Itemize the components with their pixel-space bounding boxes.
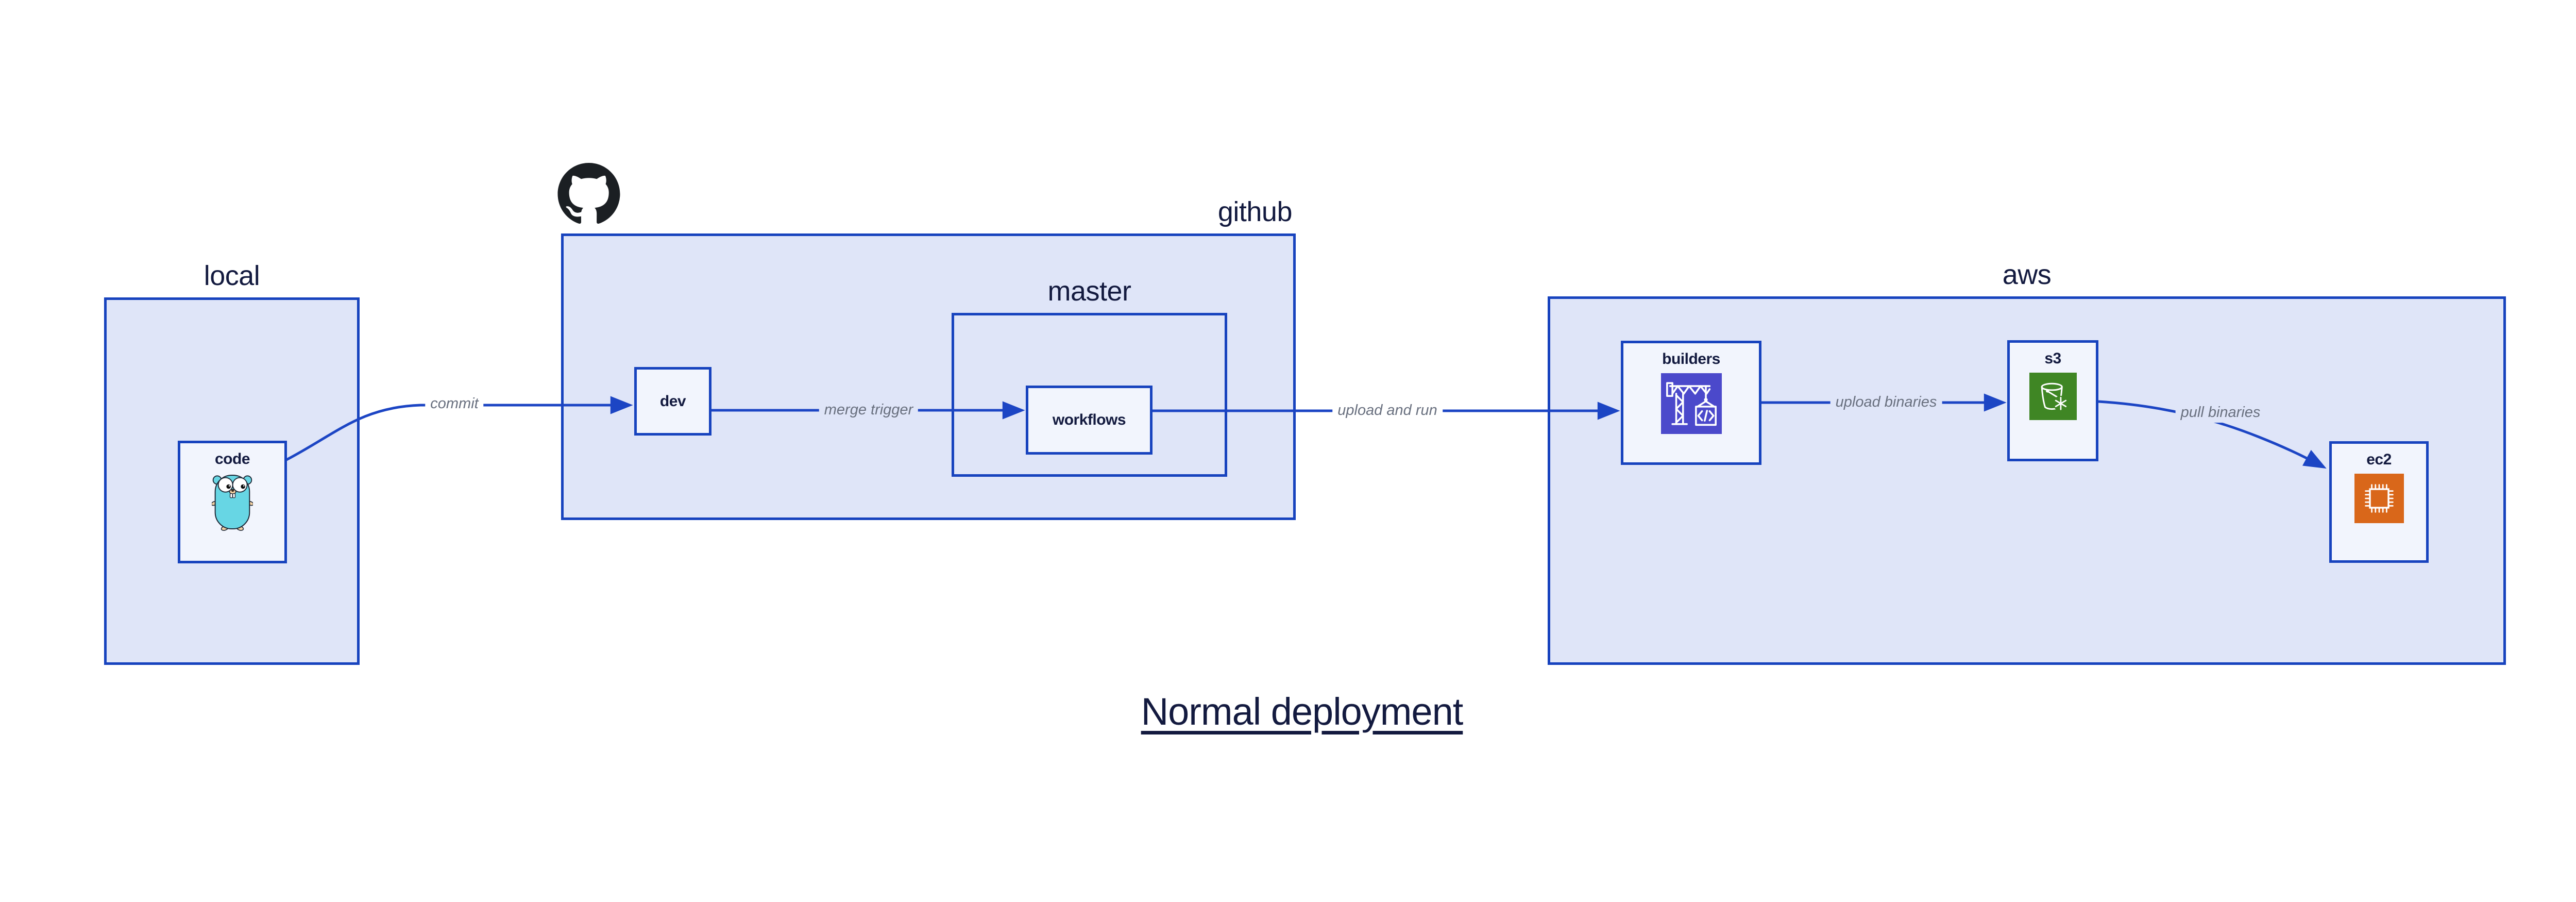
edge-label-upload-binaries: upload binaries xyxy=(1830,393,1942,412)
edge-label-merge-trigger: merge trigger xyxy=(819,400,919,420)
node-label: ec2 xyxy=(2366,451,2392,468)
node-code: code xyxy=(178,441,287,563)
node-label: workflows xyxy=(1052,411,1126,428)
aws-ec2-icon xyxy=(2354,474,2404,523)
node-workflows: workflows xyxy=(1026,386,1153,455)
node-label: builders xyxy=(1662,350,1720,368)
aws-s3-icon xyxy=(2029,373,2077,420)
aws-codebuild-icon xyxy=(1660,373,1722,434)
group-label: local xyxy=(204,260,260,291)
edge-commit xyxy=(285,396,633,461)
go-gopher-icon xyxy=(212,475,253,531)
group-label: master xyxy=(1047,276,1131,307)
edge-label-upload-and-run: upload and run xyxy=(1332,401,1443,421)
diagram-title: Normal deployment xyxy=(1141,690,1464,733)
edge-label-pull-binaries: pull binaries xyxy=(2175,403,2266,423)
group-label: aws xyxy=(2002,259,2052,290)
node-builders: builders xyxy=(1621,341,1761,465)
edge-pull-binaries xyxy=(2098,400,2327,469)
github-octocat-icon xyxy=(557,163,620,224)
node-label: dev xyxy=(659,392,686,410)
group-label: github xyxy=(1217,196,1293,227)
node-dev: dev xyxy=(634,367,711,436)
node-label: s3 xyxy=(2044,350,2061,367)
node-label: code xyxy=(214,450,250,467)
node-s3: s3 xyxy=(2007,340,2098,461)
edge-label-commit: commit xyxy=(425,394,484,414)
node-ec2: ec2 xyxy=(2329,441,2429,563)
